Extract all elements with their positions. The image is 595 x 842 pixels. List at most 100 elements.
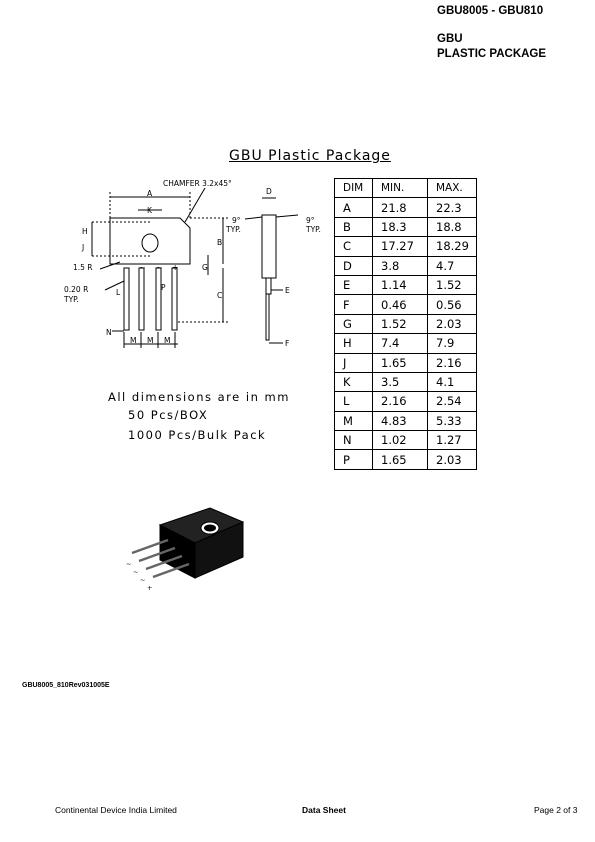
drawing-title: GBU Plastic Package xyxy=(229,148,391,164)
dim-d-label: D xyxy=(266,187,272,196)
table-header-min: MIN. xyxy=(372,177,428,199)
table-cell-dim: C xyxy=(334,236,373,257)
table-cell-dim: F xyxy=(334,294,373,315)
image-polarity-2: ~ xyxy=(133,568,138,576)
document-revision-id: GBU8005_810Rev031005E xyxy=(22,682,110,689)
package-3d-illustration: ~ ~ ~ + xyxy=(126,507,245,592)
image-polarity-3: ~ xyxy=(140,576,145,584)
table-cell-min: 2.16 xyxy=(372,391,428,412)
lead-3 xyxy=(155,267,162,331)
table-cell-min: 4.83 xyxy=(372,410,428,432)
dim-g-label: G xyxy=(202,263,208,272)
radius-1-label: 1.5 R xyxy=(73,263,93,272)
table-cell-max: 1.27 xyxy=(427,430,477,451)
dim-j-label: J xyxy=(81,243,84,252)
table-cell-min: 3.5 xyxy=(372,371,428,393)
table-cell-max: 2.03 xyxy=(427,449,477,470)
dim-h-label: H xyxy=(82,227,88,236)
angle-left-typ: TYP. xyxy=(225,225,241,234)
footer-doc-type: Data Sheet xyxy=(302,805,346,815)
table-cell-max: 7.9 xyxy=(427,333,477,354)
part-range-title: GBU8005 - GBU810 xyxy=(437,5,544,17)
table-cell-dim: N xyxy=(334,430,373,451)
dim-a-label: A xyxy=(147,189,153,198)
package-description: PLASTIC PACKAGE xyxy=(437,48,547,60)
table-cell-dim: G xyxy=(334,313,373,335)
table-cell-dim: K xyxy=(334,371,373,393)
footer-company: Continental Device India Limited xyxy=(55,805,177,815)
table-cell-min: 1.52 xyxy=(372,313,428,335)
table-cell-min: 18.3 xyxy=(372,216,428,238)
table-cell-min: 1.65 xyxy=(372,352,428,373)
dim-c-label: C xyxy=(217,291,222,300)
dim-k-label: K xyxy=(147,206,153,215)
table-cell-max: 4.7 xyxy=(427,255,477,276)
table-cell-min: 17.27 xyxy=(372,236,428,257)
table-cell-max: 2.03 xyxy=(427,313,477,335)
dim-l-label: L xyxy=(116,288,121,297)
table-cell-min: 3.8 xyxy=(372,255,428,276)
dim-m-label-2: M xyxy=(147,336,153,345)
mounting-hole xyxy=(141,233,159,253)
table-cell-min: 1.65 xyxy=(372,449,428,470)
dim-f-label: F xyxy=(285,339,289,348)
table-cell-min: 21.8 xyxy=(372,197,428,218)
footer-page-number: Page 2 of 3 xyxy=(534,805,578,815)
package-body-side xyxy=(261,214,277,279)
package-code: GBU xyxy=(437,33,463,45)
units-note: All dimensions are in mm xyxy=(108,390,290,404)
bulk-quantity-note: 1000 Pcs/Bulk Pack xyxy=(128,428,267,442)
table-cell-dim: A xyxy=(334,197,373,218)
table-header-dim: DIM xyxy=(334,177,373,199)
angle-right-typ: TYP. xyxy=(305,225,321,234)
dim-p-label: P xyxy=(161,283,166,292)
image-polarity-4: + xyxy=(147,584,152,592)
table-cell-dim: J xyxy=(334,352,373,373)
table-cell-max: 4.1 xyxy=(427,371,477,393)
table-cell-max: 18.29 xyxy=(427,236,477,257)
lead-2 xyxy=(138,267,145,331)
table-cell-min: 1.14 xyxy=(372,274,428,296)
table-cell-dim: H xyxy=(334,333,373,354)
polarity-plus: + xyxy=(172,263,178,272)
radius-2-label: 0.20 R xyxy=(64,285,88,294)
dim-e-label: E xyxy=(285,286,290,295)
dim-n-label: N xyxy=(106,328,112,337)
table-cell-dim: L xyxy=(334,391,373,412)
table-cell-dim: B xyxy=(334,216,373,238)
table-cell-min: 0.46 xyxy=(372,294,428,315)
radius-2-typ: TYP. xyxy=(63,295,79,304)
table-cell-min: 1.02 xyxy=(372,430,428,451)
table-cell-dim: E xyxy=(334,274,373,296)
table-cell-max: 2.16 xyxy=(427,352,477,373)
table-cell-max: 1.52 xyxy=(427,274,477,296)
dim-m-label-3: M xyxy=(164,336,170,345)
polarity-ac-2: ~ xyxy=(156,263,162,272)
chamfer-label: CHAMFER 3.2x45° xyxy=(163,179,232,188)
angle-left-label: 9° xyxy=(232,216,241,225)
table-cell-dim: P xyxy=(334,449,373,470)
table-header-max: MAX. xyxy=(427,177,477,199)
dim-b-label: B xyxy=(217,238,222,247)
lead-4 xyxy=(171,267,178,331)
table-cell-max: 18.8 xyxy=(427,216,477,238)
table-cell-max: 22.3 xyxy=(427,197,477,218)
table-cell-min: 7.4 xyxy=(372,333,428,354)
lead-1 xyxy=(123,267,130,331)
table-cell-max: 0.56 xyxy=(427,294,477,315)
table-cell-max: 2.54 xyxy=(427,391,477,412)
